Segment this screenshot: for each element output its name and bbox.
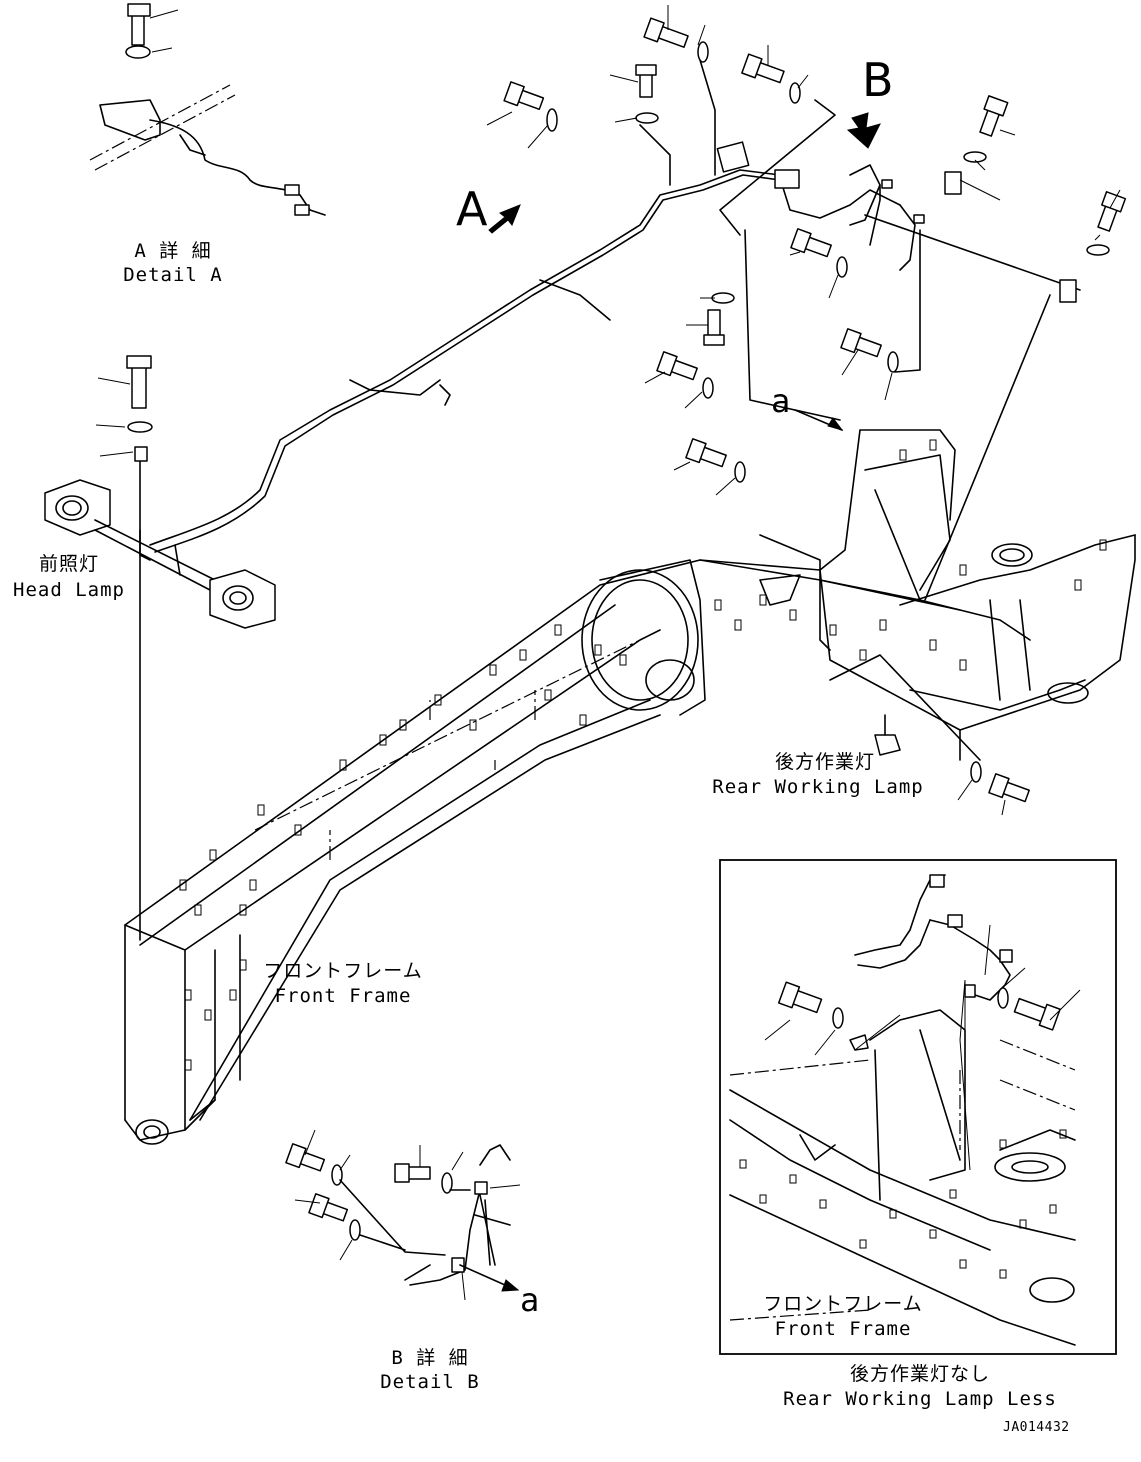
rear-lamp-label-jp: 後方作業灯 <box>774 751 875 773</box>
detail-b-title-en: Detail B <box>380 1371 480 1393</box>
head-lamp-fasteners <box>95 355 153 462</box>
reference-a-label: a <box>771 382 792 420</box>
inset-caption-jp: 後方作業灯なし <box>849 1363 990 1385</box>
detail-a-title-jp: A 詳 細 <box>134 240 212 262</box>
head-lamp-label-en: Head Lamp <box>13 579 125 601</box>
detail-b-pointer-arrow <box>846 112 881 149</box>
callout-b-marker: B <box>862 53 894 107</box>
wire-harness <box>149 59 1081 601</box>
inset-front-frame-label-jp: フロントフレーム <box>763 1293 923 1315</box>
head-lamp-drawing <box>44 454 276 941</box>
head-lamp-label-jp: 前照灯 <box>38 553 99 575</box>
rear-lamp-label-en: Rear Working Lamp <box>712 776 924 798</box>
drawing-id: JA014432 <box>1003 1420 1070 1435</box>
detail-b-title-jp: B 詳 細 <box>391 1347 469 1369</box>
front-frame-label-jp: フロントフレーム <box>263 960 423 982</box>
detail-a-drawing <box>89 3 326 216</box>
inset-front-frame-label-en: Front Frame <box>774 1318 912 1340</box>
front-frame-label-en: Front Frame <box>274 985 412 1007</box>
front-frame-drawing <box>124 429 1136 1145</box>
inset-caption-en: Rear Working Lamp Less <box>783 1388 1057 1410</box>
inset-rear-lamp-less <box>719 859 1117 1355</box>
inset-frame-drawing <box>729 1009 1076 1346</box>
connector-clip <box>439 384 451 406</box>
detail-a-pointer-arrow <box>488 204 521 234</box>
detail-b-drawing <box>285 1129 521 1301</box>
detail-a-title-en: Detail A <box>123 264 223 286</box>
fasteners <box>486 5 1127 816</box>
reference-a-label-detail-b: a <box>520 1281 541 1319</box>
callout-a-marker: A <box>456 182 488 236</box>
inset-harness-drawing <box>764 874 1081 1171</box>
